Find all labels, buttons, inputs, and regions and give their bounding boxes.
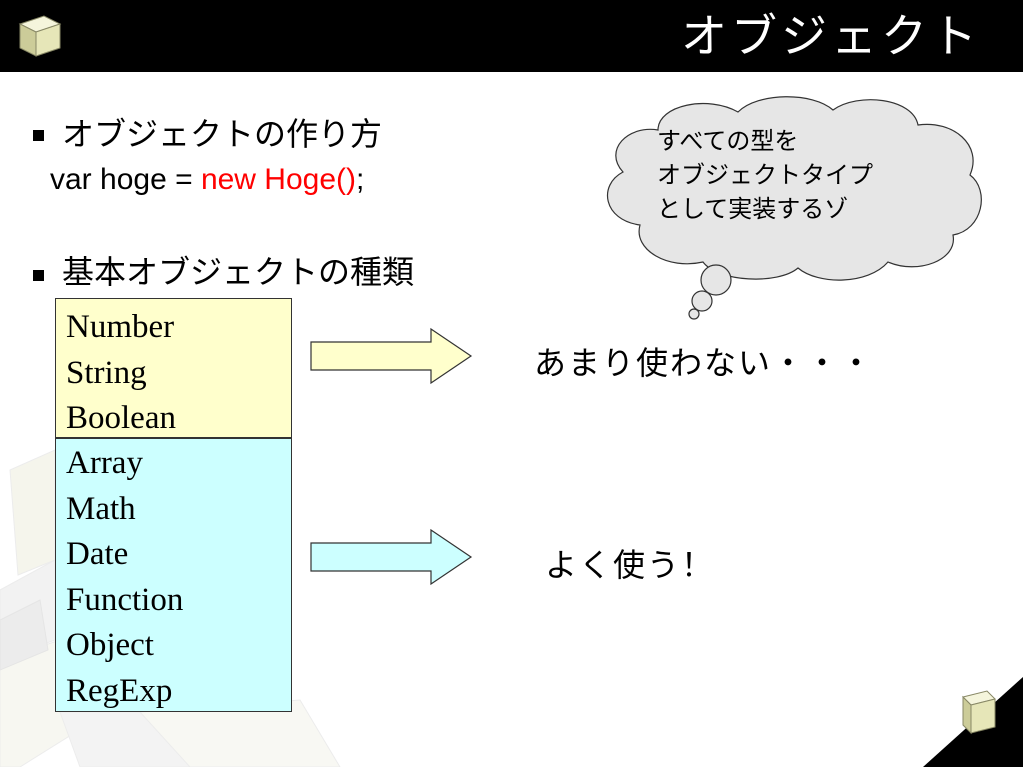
rarely-used-types-box: Number String Boolean (55, 298, 292, 438)
rarely-used-note: あまり使わない・・・ (534, 344, 875, 382)
arrow-right-icon (310, 528, 473, 586)
type-item: Boolean (66, 400, 176, 436)
often-used-types-box: Array Math Date Function Object RegExp (55, 438, 292, 712)
bubble-line: オブジェクトタイプ (657, 161, 873, 189)
type-item: String (66, 354, 147, 391)
type-item: RegExp (66, 672, 173, 709)
code-example: var hoge = new Hoge(); (50, 160, 364, 200)
code-prefix: var hoge = (50, 163, 201, 196)
arrow-right-icon (310, 327, 473, 385)
often-used-note: よく使う！ (545, 546, 716, 584)
bullet-marker (33, 130, 44, 141)
bullet-how-to-create-object: オブジェクトの作り方 (62, 115, 383, 153)
type-item: Object (66, 627, 154, 663)
type-item: Number (66, 309, 175, 345)
code-suffix: ; (356, 163, 365, 196)
slide-title: オブジェクト (681, 9, 981, 63)
bullet-basic-object-types: 基本オブジェクトの種類 (62, 253, 415, 291)
type-item: Math (66, 490, 136, 527)
type-item: Date (66, 536, 129, 572)
bubble-line: すべての型を (657, 127, 799, 155)
page-number: 11 (974, 728, 990, 744)
title-bar: オブジェクト (0, 0, 1023, 72)
cube-icon (18, 15, 62, 57)
thought-bubble-icon (607, 96, 982, 320)
bullet-marker (33, 270, 44, 281)
thought-bubble-text: すべての型を オブジェクトタイプ として実装するゾ (657, 124, 873, 226)
corner-decoration (923, 677, 1023, 767)
code-highlight: new Hoge() (200, 163, 357, 196)
bubble-line: として実装するゾ (657, 195, 849, 223)
type-item: Function (66, 581, 184, 618)
type-item: Array (66, 445, 143, 481)
